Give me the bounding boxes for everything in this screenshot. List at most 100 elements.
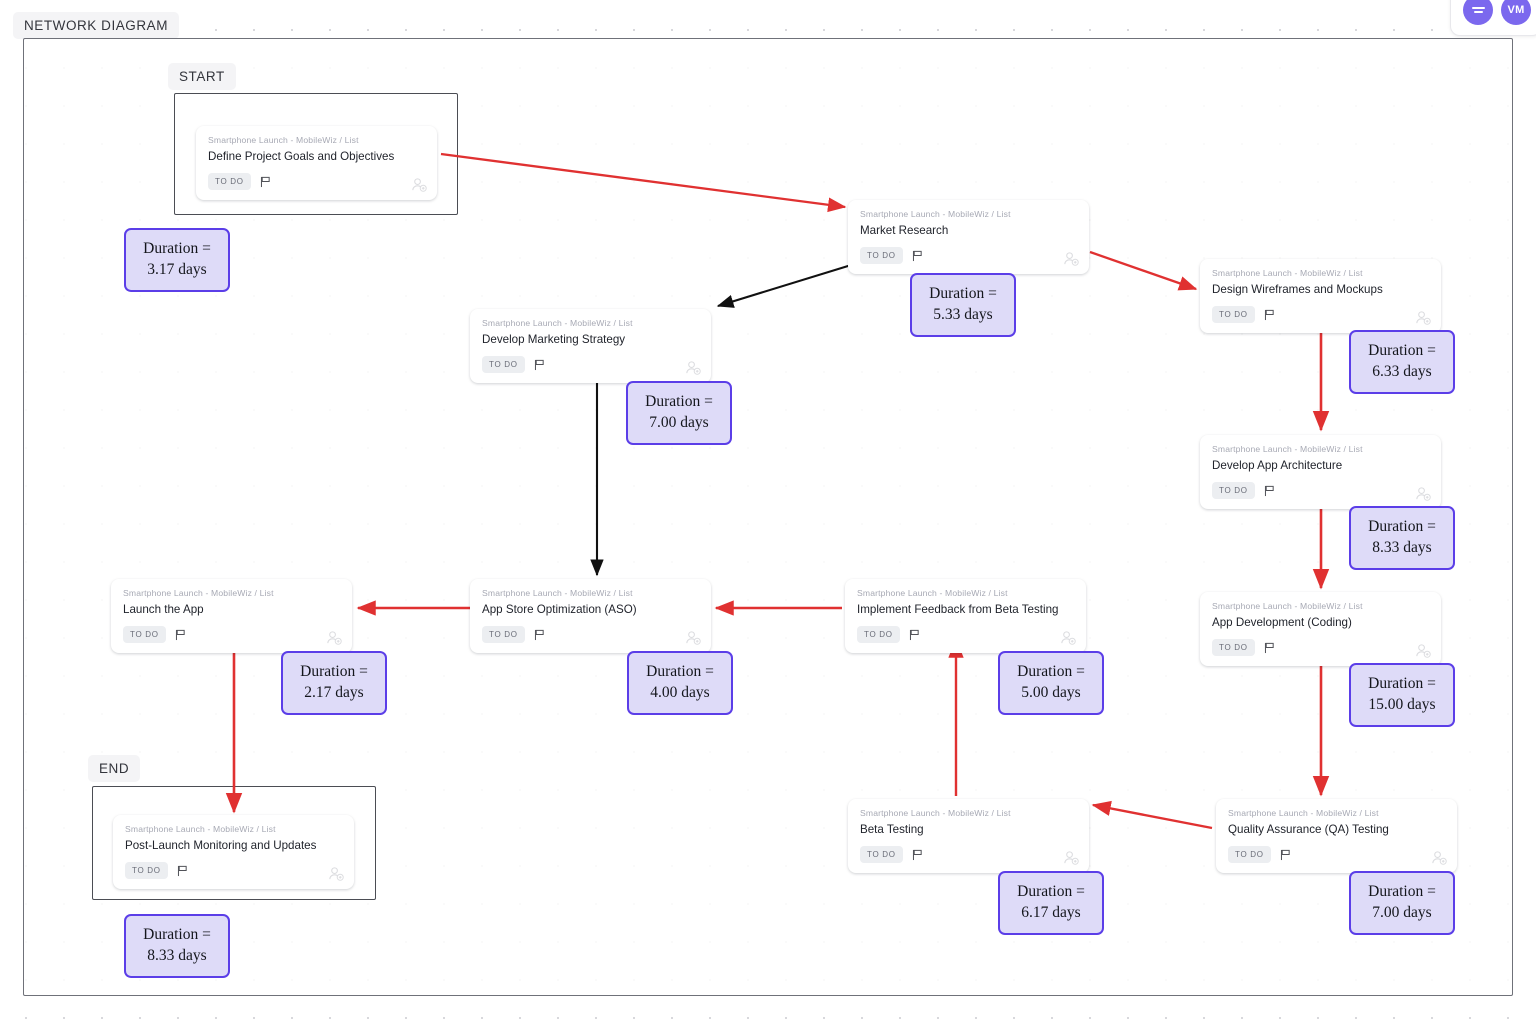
assignee-avatar-icon[interactable] (1062, 250, 1079, 267)
task-footer: TO DO (1212, 306, 1431, 326)
duration-box-beta-testing: Duration = 6.17 days (998, 871, 1104, 935)
status-badge[interactable]: TO DO (1212, 482, 1255, 500)
assignee-avatar-icon[interactable] (1430, 849, 1447, 866)
assignee-avatar-icon[interactable] (684, 629, 701, 646)
task-breadcrumb: Smartphone Launch - MobileWiz / List (482, 318, 633, 328)
avatar-bar: VM (1450, 0, 1536, 36)
diagram-title-chip: NETWORK DIAGRAM (13, 12, 180, 39)
duration-label: Duration = (1368, 342, 1436, 359)
flag-icon[interactable] (1264, 485, 1275, 497)
duration-value: 8.33 days (147, 946, 207, 964)
duration-label: Duration = (143, 240, 211, 257)
status-badge[interactable]: TO DO (1212, 306, 1255, 324)
task-card-beta-testing[interactable]: Smartphone Launch - MobileWiz / List Bet… (848, 799, 1089, 874)
status-badge[interactable]: TO DO (482, 356, 525, 374)
task-title: App Development (Coding) (1212, 616, 1352, 629)
task-footer: TO DO (125, 862, 344, 882)
task-title: Implement Feedback from Beta Testing (857, 603, 1059, 616)
start-label-chip: START (168, 63, 236, 90)
task-breadcrumb: Smartphone Launch - MobileWiz / List (123, 588, 274, 598)
task-title: Design Wireframes and Mockups (1212, 283, 1383, 296)
duration-box-app-store-optimization: Duration = 4.00 days (627, 651, 733, 715)
duration-value: 5.00 days (1021, 683, 1081, 701)
duration-label: Duration = (929, 285, 997, 302)
status-badge[interactable]: TO DO (125, 862, 168, 880)
status-badge[interactable]: TO DO (860, 846, 903, 864)
duration-value: 3.17 days (147, 260, 207, 278)
status-badge[interactable]: TO DO (208, 173, 251, 191)
duration-value: 2.17 days (304, 683, 364, 701)
assignee-avatar-icon[interactable] (1414, 309, 1431, 326)
status-badge[interactable]: TO DO (1228, 846, 1271, 864)
duration-box-implement-feedback: Duration = 5.00 days (998, 651, 1104, 715)
task-card-post-launch-monitoring[interactable]: Smartphone Launch - MobileWiz / List Pos… (113, 815, 354, 890)
end-label-chip: END (88, 755, 141, 782)
duration-box-design-wireframes: Duration = 6.33 days (1349, 330, 1455, 394)
assignee-avatar-icon[interactable] (327, 865, 344, 882)
flag-icon[interactable] (175, 629, 186, 641)
task-card-implement-feedback[interactable]: Smartphone Launch - MobileWiz / List Imp… (845, 579, 1086, 654)
flag-icon[interactable] (909, 629, 920, 641)
task-footer: TO DO (857, 626, 1076, 646)
task-card-develop-marketing-strategy[interactable]: Smartphone Launch - MobileWiz / List Dev… (470, 309, 711, 384)
task-breadcrumb: Smartphone Launch - MobileWiz / List (125, 824, 276, 834)
task-footer: TO DO (208, 173, 427, 193)
task-breadcrumb: Smartphone Launch - MobileWiz / List (208, 135, 359, 145)
menu-icon (1471, 6, 1485, 14)
task-card-design-wireframes[interactable]: Smartphone Launch - MobileWiz / List Des… (1200, 259, 1441, 334)
task-footer: TO DO (860, 846, 1079, 866)
assignee-avatar-icon[interactable] (1414, 485, 1431, 502)
task-footer: TO DO (860, 247, 1079, 267)
duration-value: 6.33 days (1372, 362, 1432, 380)
flag-icon[interactable] (177, 865, 188, 877)
duration-label: Duration = (645, 393, 713, 410)
flag-icon[interactable] (1264, 309, 1275, 321)
duration-label: Duration = (1017, 663, 1085, 680)
task-title: Quality Assurance (QA) Testing (1228, 823, 1389, 836)
duration-box-develop-marketing-strategy: Duration = 7.00 days (626, 381, 732, 445)
duration-value: 7.00 days (649, 413, 709, 431)
task-title: Launch the App (123, 603, 204, 616)
task-card-app-development-coding[interactable]: Smartphone Launch - MobileWiz / List App… (1200, 592, 1441, 667)
task-card-define-project-goals[interactable]: Smartphone Launch - MobileWiz / List Def… (196, 126, 437, 201)
assignee-avatar-icon[interactable] (1062, 849, 1079, 866)
duration-box-market-research: Duration = 5.33 days (910, 273, 1016, 337)
assignee-avatar-icon[interactable] (325, 629, 342, 646)
task-card-launch-the-app[interactable]: Smartphone Launch - MobileWiz / List Lau… (111, 579, 352, 654)
task-breadcrumb: Smartphone Launch - MobileWiz / List (1212, 268, 1363, 278)
task-footer: TO DO (482, 356, 701, 376)
task-card-qa-testing[interactable]: Smartphone Launch - MobileWiz / List Qua… (1216, 799, 1457, 874)
assignee-avatar-icon[interactable] (1414, 642, 1431, 659)
task-title: Post-Launch Monitoring and Updates (125, 839, 317, 852)
task-footer: TO DO (1228, 846, 1447, 866)
user-avatar[interactable]: VM (1501, 0, 1531, 25)
assignee-avatar-icon[interactable] (410, 176, 427, 193)
task-card-app-store-optimization[interactable]: Smartphone Launch - MobileWiz / List App… (470, 579, 711, 654)
duration-label: Duration = (1368, 675, 1436, 692)
duration-box-develop-app-architecture: Duration = 8.33 days (1349, 506, 1455, 570)
flag-icon[interactable] (1264, 642, 1275, 654)
status-badge[interactable]: TO DO (860, 247, 903, 265)
flag-icon[interactable] (912, 250, 923, 262)
menu-avatar[interactable] (1463, 0, 1493, 25)
task-title: Market Research (860, 224, 949, 237)
status-badge[interactable]: TO DO (857, 626, 900, 644)
status-badge[interactable]: TO DO (1212, 639, 1255, 657)
task-footer: TO DO (482, 626, 701, 646)
task-card-market-research[interactable]: Smartphone Launch - MobileWiz / List Mar… (848, 200, 1089, 275)
flag-icon[interactable] (912, 849, 923, 861)
flag-icon[interactable] (534, 359, 545, 371)
assignee-avatar-icon[interactable] (1059, 629, 1076, 646)
status-badge[interactable]: TO DO (482, 626, 525, 644)
task-card-develop-app-architecture[interactable]: Smartphone Launch - MobileWiz / List Dev… (1200, 435, 1441, 510)
flag-icon[interactable] (1280, 849, 1291, 861)
duration-value: 4.00 days (650, 683, 710, 701)
flag-icon[interactable] (260, 176, 271, 188)
flag-icon[interactable] (534, 629, 545, 641)
duration-label: Duration = (143, 926, 211, 943)
task-breadcrumb: Smartphone Launch - MobileWiz / List (482, 588, 633, 598)
assignee-avatar-icon[interactable] (684, 359, 701, 376)
task-title: App Store Optimization (ASO) (482, 603, 637, 616)
status-badge[interactable]: TO DO (123, 626, 166, 644)
